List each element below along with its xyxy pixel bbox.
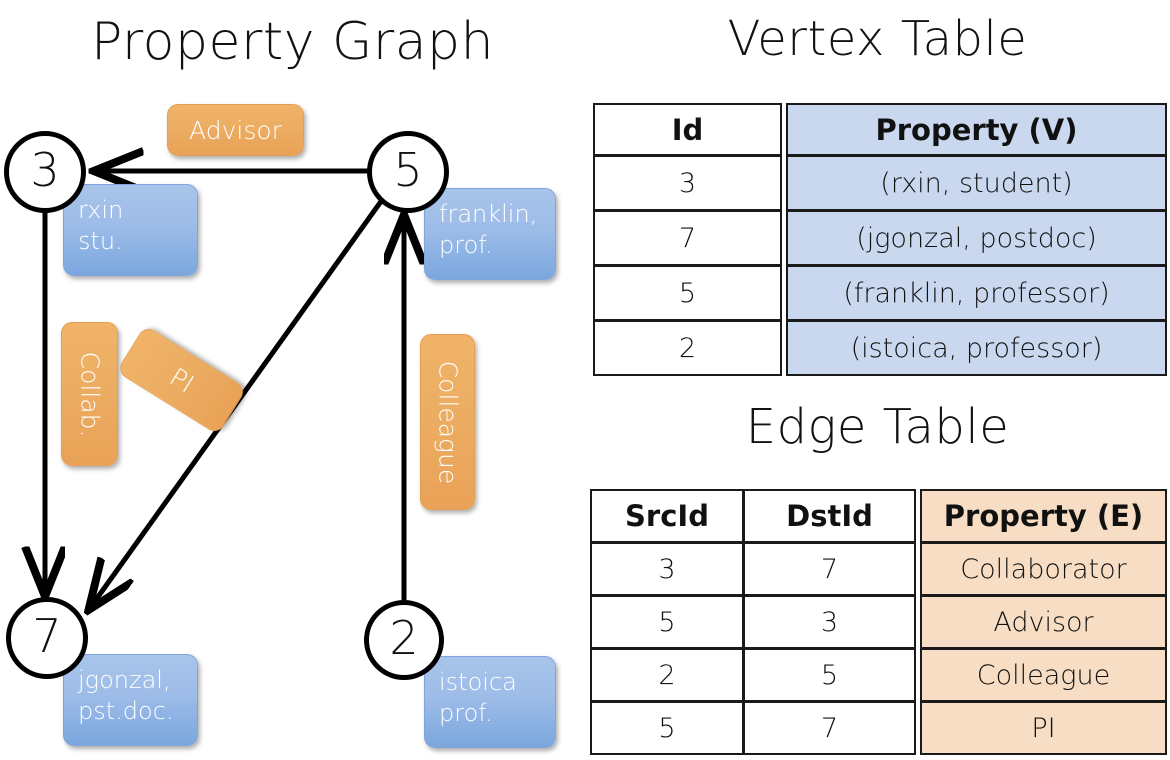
node-property-box-3: rxin stu. xyxy=(63,184,198,276)
edge-table-cell-dstid: 7 xyxy=(743,542,916,596)
node-property-3-line1: rxin xyxy=(78,196,124,224)
edge-label-colleague: Colleague xyxy=(420,334,475,510)
edge-label-collab: Collab. xyxy=(61,322,118,466)
node-property-5-line1: franklin, xyxy=(439,200,538,228)
vertex-table-cell-id: 3 xyxy=(593,155,782,211)
edge-table-cell-property: Collaborator xyxy=(920,542,1167,596)
graph-node-5[interactable]: 5 xyxy=(367,131,449,213)
page-title-property-graph: Property Graph xyxy=(90,12,495,72)
node-property-5-line2: prof. xyxy=(439,231,493,259)
edge-table-cell-dstid: 3 xyxy=(743,595,916,649)
edge-label-pi-text: PI xyxy=(164,361,199,399)
edge-table-cell-property: PI xyxy=(920,701,1167,755)
edge-table-cell-dstid: 5 xyxy=(743,648,916,702)
edge-label-advisor-text: Advisor xyxy=(189,115,282,145)
graph-node-2[interactable]: 2 xyxy=(364,600,444,680)
edge-label-collab-text: Collab. xyxy=(75,351,104,437)
edge-table-header-property: Property (E) xyxy=(920,489,1167,543)
edge-table-cell-srcid: 3 xyxy=(590,542,744,596)
node-property-box-7: jgonzal, pst.doc. xyxy=(63,654,198,746)
node-property-7-line1: jgonzal, xyxy=(78,666,171,694)
graph-node-3-label: 3 xyxy=(30,143,60,197)
graph-node-2-label: 2 xyxy=(389,611,419,665)
graph-node-7[interactable]: 7 xyxy=(6,597,88,679)
graph-node-7-label: 7 xyxy=(32,609,62,663)
edge-table-cell-srcid: 2 xyxy=(590,648,744,702)
edge-label-colleague-text: Colleague xyxy=(433,360,463,484)
vertex-table-cell-property: (jgonzal, postdoc) xyxy=(786,210,1167,266)
node-property-box-2: istoica prof. xyxy=(424,656,556,748)
edge-table-cell-dstid: 7 xyxy=(743,701,916,755)
vertex-table-cell-id: 5 xyxy=(593,265,782,321)
node-property-3-line2: stu. xyxy=(78,227,123,255)
vertex-table-header-id: Id xyxy=(593,103,782,156)
edge-table-cell-srcid: 5 xyxy=(590,701,744,755)
edge-table-header-dstid: DstId xyxy=(743,489,916,543)
edge-table-cell-property: Colleague xyxy=(920,648,1167,702)
node-property-2-line2: prof. xyxy=(439,699,493,727)
node-property-box-5: franklin, prof. xyxy=(424,188,556,280)
page-title-vertex-table: Vertex Table xyxy=(727,11,1028,67)
edge-label-advisor: Advisor xyxy=(167,104,304,156)
vertex-table-cell-property: (franklin, professor) xyxy=(786,265,1167,321)
graph-node-5-label: 5 xyxy=(393,143,423,197)
edge-table-cell-srcid: 5 xyxy=(590,595,744,649)
edge-table-cell-property: Advisor xyxy=(920,595,1167,649)
vertex-table-cell-property: (istoica, professor) xyxy=(786,320,1167,376)
vertex-table-cell-property: (rxin, student) xyxy=(786,155,1167,211)
node-property-2-line1: istoica xyxy=(439,668,517,696)
graph-node-3[interactable]: 3 xyxy=(4,131,86,213)
vertex-table-cell-id: 7 xyxy=(593,210,782,266)
vertex-table-header-property: Property (V) xyxy=(786,103,1167,156)
vertex-table-cell-id: 2 xyxy=(593,320,782,376)
page-title-edge-table: Edge Table xyxy=(745,399,1010,455)
edge-table-header-srcid: SrcId xyxy=(590,489,744,543)
node-property-7-line2: pst.doc. xyxy=(78,697,174,725)
